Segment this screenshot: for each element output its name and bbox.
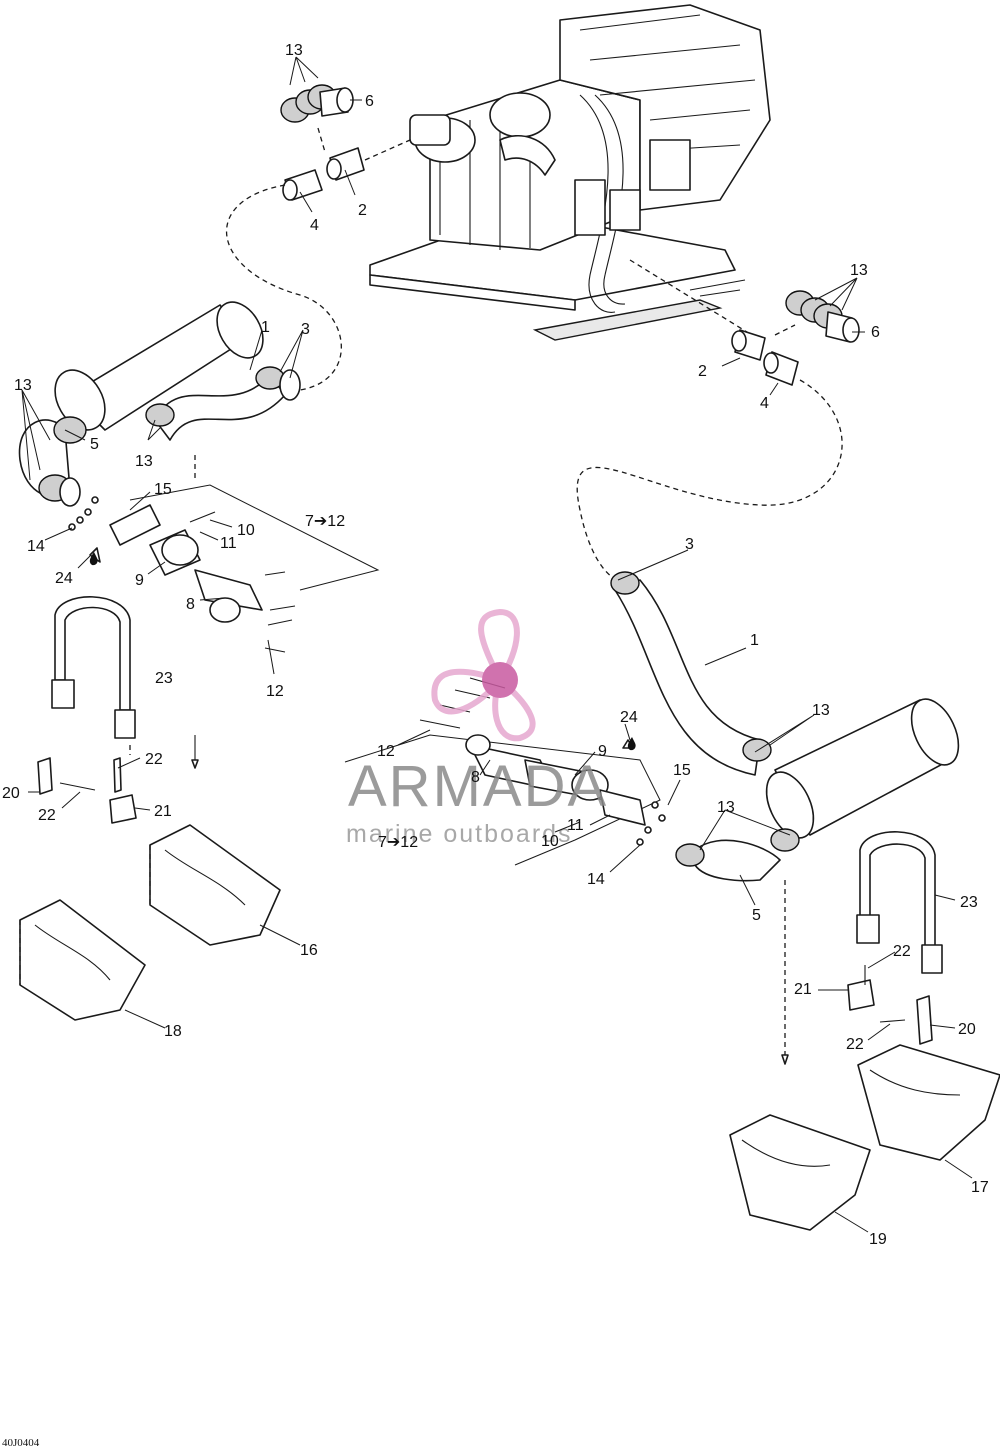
callout-15: 15 [673,762,691,779]
callout-10: 10 [541,833,559,850]
callout-11: 11 [220,535,237,552]
callout-1: 1 [750,632,759,649]
callout-9: 9 [135,572,144,589]
chock-17 [857,1044,1000,1161]
hose-routing-right [576,379,843,581]
strap-23-left [51,596,199,769]
callout-22: 22 [145,751,163,768]
callout-7-12: 7➔12 [378,834,418,851]
callout-9: 9 [598,743,607,760]
bracket-outline-left [129,484,380,591]
callout-11: 11 [567,817,584,834]
callout-4: 4 [760,395,769,412]
callout-13: 13 [812,702,830,719]
hardware-20-21-22-right [847,965,933,1045]
hose-routing-left [226,184,342,391]
callout-16: 16 [300,942,318,959]
callout-15: 15 [154,481,172,498]
callout-14: 14 [27,538,45,555]
watermark-brand: ARMADA [348,754,608,819]
callout-22: 22 [846,1036,864,1053]
fittings-group-left [280,84,411,201]
muffler-left [18,301,264,507]
callout-18: 18 [164,1023,182,1040]
callout-5: 5 [90,436,99,453]
strap-23-right [856,831,943,974]
callout-13: 13 [717,799,735,816]
callout-labels: 13 6 2 4 13 6 2 4 1 3 13 13 5 15 10 11 7… [2,42,989,1248]
callout-24: 24 [620,709,638,726]
callout-1: 1 [261,319,270,336]
chock-16 [149,824,281,946]
chock-19 [729,1114,871,1231]
propeller-logo-icon [431,608,536,742]
hardware-20-21-22-left [37,757,137,824]
callout-23: 23 [155,670,173,687]
callout-17: 17 [971,1179,989,1196]
callout-21: 21 [794,981,812,998]
muffler-right [675,698,960,882]
callout-20: 20 [2,785,20,802]
callout-12: 12 [377,743,395,760]
callout-6: 6 [365,93,374,110]
sealant-icon [89,552,98,566]
callout-24: 24 [55,570,73,587]
watermark: ARMADA marine outboards [346,608,608,848]
callout-22: 22 [38,807,56,824]
callout-6: 6 [871,324,880,341]
callout-3: 3 [301,321,310,338]
callout-13: 13 [285,42,303,59]
callout-2: 2 [698,363,707,380]
hose-1-left [145,366,301,441]
callout-8: 8 [186,596,195,613]
callout-10: 10 [237,522,255,539]
pipe-assembly-right [344,677,666,866]
callout-14: 14 [587,871,605,888]
watermark-tagline: marine outboards [346,820,573,848]
callout-7-12: 7➔12 [305,513,345,530]
callout-13: 13 [850,262,868,279]
callout-13: 13 [135,453,153,470]
chock-18 [19,899,146,1021]
callout-12: 12 [266,683,284,700]
callout-13: 13 [14,377,32,394]
document-code: 40J0404 [2,1437,40,1449]
callout-8: 8 [471,769,480,786]
clamp-pair-left-upper [280,84,354,123]
engine-block [369,4,771,341]
callout-3: 3 [685,536,694,553]
sealant-icon [627,737,636,751]
callout-22: 22 [893,943,911,960]
callout-5: 5 [752,907,761,924]
callout-20: 20 [958,1021,976,1038]
callout-2: 2 [358,202,367,219]
callout-23: 23 [960,894,978,911]
fittings-group-right [731,290,860,386]
pipe-assembly-left [68,496,296,653]
callout-19: 19 [869,1231,887,1248]
hose-1-right [610,571,772,776]
callout-4: 4 [310,217,319,234]
callout-21: 21 [154,803,172,820]
leader-lines [21,56,973,1233]
